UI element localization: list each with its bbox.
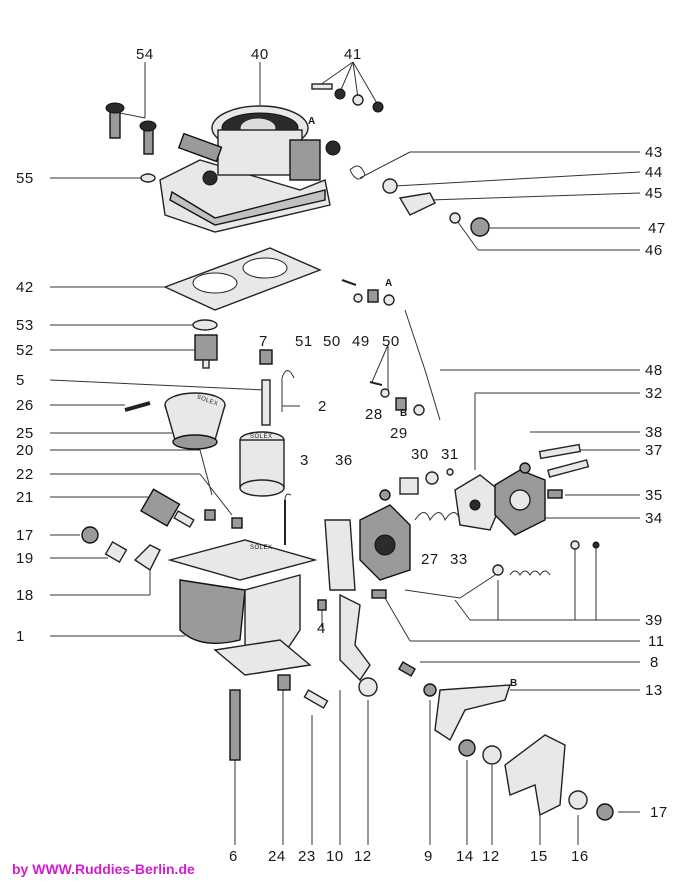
label-16: 16 — [571, 848, 589, 865]
label-12-right: 12 — [482, 848, 500, 865]
label-b-mid: B — [400, 408, 408, 419]
label-3: 3 — [300, 452, 309, 469]
label-44: 44 — [645, 164, 663, 181]
label-38: 38 — [645, 424, 663, 441]
label-23: 23 — [298, 848, 316, 865]
label-28: 28 — [365, 406, 383, 423]
label-9: 9 — [424, 848, 433, 865]
label-10: 10 — [326, 848, 344, 865]
label-26: 26 — [16, 397, 34, 414]
float-25 — [164, 392, 226, 450]
label-a-top: A — [308, 116, 316, 127]
label-12-left: 12 — [354, 848, 372, 865]
label-39: 39 — [645, 612, 663, 629]
label-5: 5 — [16, 372, 25, 389]
label-14: 14 — [456, 848, 474, 865]
pump-cover-27 — [359, 504, 411, 581]
label-33: 33 — [450, 551, 468, 568]
label-37: 37 — [645, 442, 663, 459]
label-32: 32 — [645, 385, 663, 402]
label-40: 40 — [251, 46, 269, 63]
label-6: 6 — [229, 848, 238, 865]
label-50b: 50 — [382, 333, 400, 350]
float-3 — [239, 431, 285, 497]
label-24: 24 — [268, 848, 286, 865]
label-49: 49 — [352, 333, 370, 350]
screws-41 — [311, 83, 384, 113]
label-35: 35 — [645, 487, 663, 504]
gasket-42 — [163, 247, 322, 311]
label-7: 7 — [259, 333, 268, 350]
label-13: 13 — [645, 682, 663, 699]
label-50a: 50 — [323, 333, 341, 350]
carburetor-body — [167, 493, 318, 676]
label-34: 34 — [645, 510, 663, 527]
label-45: 45 — [645, 185, 663, 202]
label-b-low: B — [510, 678, 518, 689]
label-25: 25 — [16, 425, 34, 442]
solex-mark-body: SOLEX — [250, 545, 273, 551]
label-43: 43 — [645, 144, 663, 161]
label-1: 1 — [16, 628, 25, 645]
leader-lines — [49, 61, 641, 845]
carburetor-cover — [159, 105, 341, 233]
label-8: 8 — [650, 654, 659, 671]
screws-54 — [105, 102, 157, 183]
label-18: 18 — [16, 587, 34, 604]
website-credit: by WWW.Ruddies-Berlin.de — [12, 861, 195, 877]
label-42: 42 — [16, 279, 34, 296]
label-51: 51 — [295, 333, 313, 350]
label-36: 36 — [335, 452, 353, 469]
label-4: 4 — [317, 620, 326, 637]
label-48: 48 — [645, 362, 663, 379]
label-20: 20 — [16, 442, 34, 459]
label-31: 31 — [441, 446, 459, 463]
label-17-top: 17 — [16, 527, 34, 544]
label-15: 15 — [530, 848, 548, 865]
label-27: 27 — [421, 551, 439, 568]
label-53: 53 — [16, 317, 34, 334]
solex-mark-cylinder: SOLEX — [250, 434, 273, 440]
label-52: 52 — [16, 342, 34, 359]
label-17-bottom: 17 — [650, 804, 668, 821]
label-22: 22 — [16, 466, 34, 483]
label-47: 47 — [648, 220, 666, 237]
label-11: 11 — [648, 633, 665, 650]
label-55: 55 — [16, 170, 34, 187]
label-54: 54 — [136, 46, 154, 63]
label-41: 41 — [344, 46, 362, 63]
label-29: 29 — [390, 425, 408, 442]
label-2: 2 — [318, 398, 327, 415]
label-19: 19 — [16, 550, 34, 567]
label-21: 21 — [16, 489, 34, 506]
label-30: 30 — [411, 446, 429, 463]
label-46: 46 — [645, 242, 663, 259]
label-a-mid: A — [385, 278, 393, 289]
